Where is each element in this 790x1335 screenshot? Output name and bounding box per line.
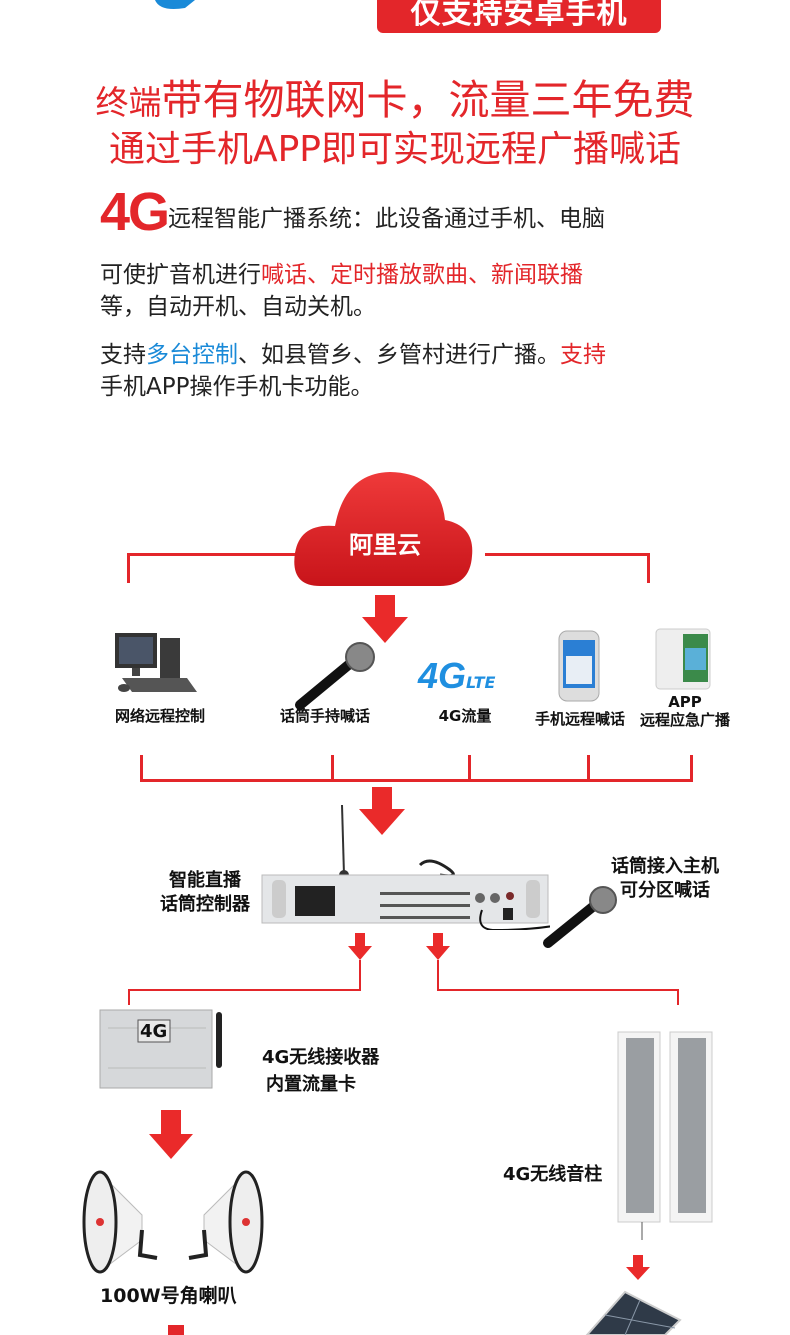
arrow-down-icon xyxy=(168,1325,184,1335)
connector-line xyxy=(128,989,130,1005)
controller-label-line: 话筒控制器 xyxy=(160,894,250,915)
receiver-label-line: 内置流量卡 xyxy=(266,1074,356,1095)
column-speakers xyxy=(617,1031,713,1240)
source-label: 远程应急广播 xyxy=(639,711,730,729)
lte-4g-text: 4G xyxy=(418,655,467,696)
arrow-down-icon xyxy=(426,933,450,960)
connector-line xyxy=(437,960,439,991)
source-label: 手机远程喊话 xyxy=(534,710,625,728)
computer-icon xyxy=(115,633,197,692)
microphone-icon xyxy=(543,886,617,948)
description-line-3: 等，自动开机、自动关机。 xyxy=(100,294,376,320)
connector-line xyxy=(331,755,334,782)
headline-prefix: 终端 xyxy=(95,83,162,122)
connector-line xyxy=(359,960,361,991)
mic-label-line: 话筒接入主机 xyxy=(611,856,719,877)
desc-highlight: 喊话、定时播放歌曲、新闻联播 xyxy=(261,262,583,288)
receiver-badge: 4G xyxy=(140,1021,168,1042)
connector-line xyxy=(140,779,693,782)
desc-text: 可使扩音机进行 xyxy=(100,262,261,288)
smartphone-icon xyxy=(655,628,711,690)
cloud-label: 阿里云 xyxy=(349,531,421,559)
smartphone-icon xyxy=(558,630,600,702)
desc-text: 支持 xyxy=(100,342,146,368)
subheadline: 通过手机APP即可实现远程广播喊话 xyxy=(108,129,682,170)
connector-line xyxy=(140,755,143,782)
4g-receiver-device xyxy=(99,1009,222,1089)
connector-line xyxy=(127,553,295,556)
controller-label: 智能直播话筒控制器 xyxy=(150,869,260,917)
description-line-2: 可使扩音机进行喊话、定时播放歌曲、新闻联播 xyxy=(100,259,583,291)
connector-line xyxy=(677,989,679,1005)
description-line-5: 手机APP操作手机卡功能。 xyxy=(100,374,374,400)
4g-lead: 4G xyxy=(100,182,170,242)
column-speaker-label: 4G无线音柱 xyxy=(503,1164,603,1185)
receiver-label-line: 4G无线接收器 xyxy=(262,1047,380,1068)
headline: 终端带有物联网卡，流量三年免费 xyxy=(0,66,790,126)
desc-text: 、如县管乡、乡管村进行广播。 xyxy=(238,342,560,368)
desc-highlight-blue: 多台控制 xyxy=(146,342,238,368)
android-only-badge: 仅支持安卓手机 xyxy=(377,0,661,33)
source-label: 网络远程控制 xyxy=(114,707,205,725)
source-label: 4G流量 xyxy=(438,707,492,725)
horn-label: 100W号角喇叭 xyxy=(100,1285,237,1307)
connector-line xyxy=(647,553,650,583)
connector-line xyxy=(468,755,471,782)
mic-label: 话筒接入主机可分区喊话 xyxy=(605,855,725,903)
connector-line xyxy=(485,553,650,556)
description-line-1: 4G远程智能广播系统：此设备通过手机、电脑 xyxy=(100,185,606,239)
source-label: 话筒手持喊话 xyxy=(279,707,370,725)
desc-text: 远程智能广播系统：此设备通过手机、电脑 xyxy=(168,206,606,232)
broadcast-controller-device xyxy=(261,804,550,930)
4g-lte-icon: 4GLTE xyxy=(418,655,495,697)
source-label-top: APP xyxy=(668,693,702,711)
connector-line xyxy=(690,755,693,782)
connector-line xyxy=(437,989,679,991)
arrow-down-icon xyxy=(362,595,408,643)
logo-swoosh-icon xyxy=(155,0,195,9)
controller-label-line: 智能直播 xyxy=(169,870,241,891)
microphone-icon xyxy=(295,642,375,710)
headline-main: 带有物联网卡，流量三年免费 xyxy=(161,76,695,124)
arrow-down-icon xyxy=(359,787,405,835)
horn-speakers xyxy=(82,1170,264,1274)
description-line-4: 支持多台控制、如县管乡、乡管村进行广播。支持 xyxy=(100,339,606,371)
arrow-down-icon xyxy=(348,933,372,960)
arrow-down-icon xyxy=(149,1110,193,1159)
solar-panel-icon xyxy=(585,1290,682,1335)
connector-line xyxy=(127,553,130,583)
arrow-down-icon xyxy=(626,1255,650,1280)
lte-text: LTE xyxy=(466,673,496,692)
cloud-icon xyxy=(294,472,473,586)
mic-label-line: 可分区喊话 xyxy=(620,880,710,901)
connector-line xyxy=(587,755,590,782)
connector-line xyxy=(128,989,361,991)
desc-highlight: 支持 xyxy=(560,342,606,368)
